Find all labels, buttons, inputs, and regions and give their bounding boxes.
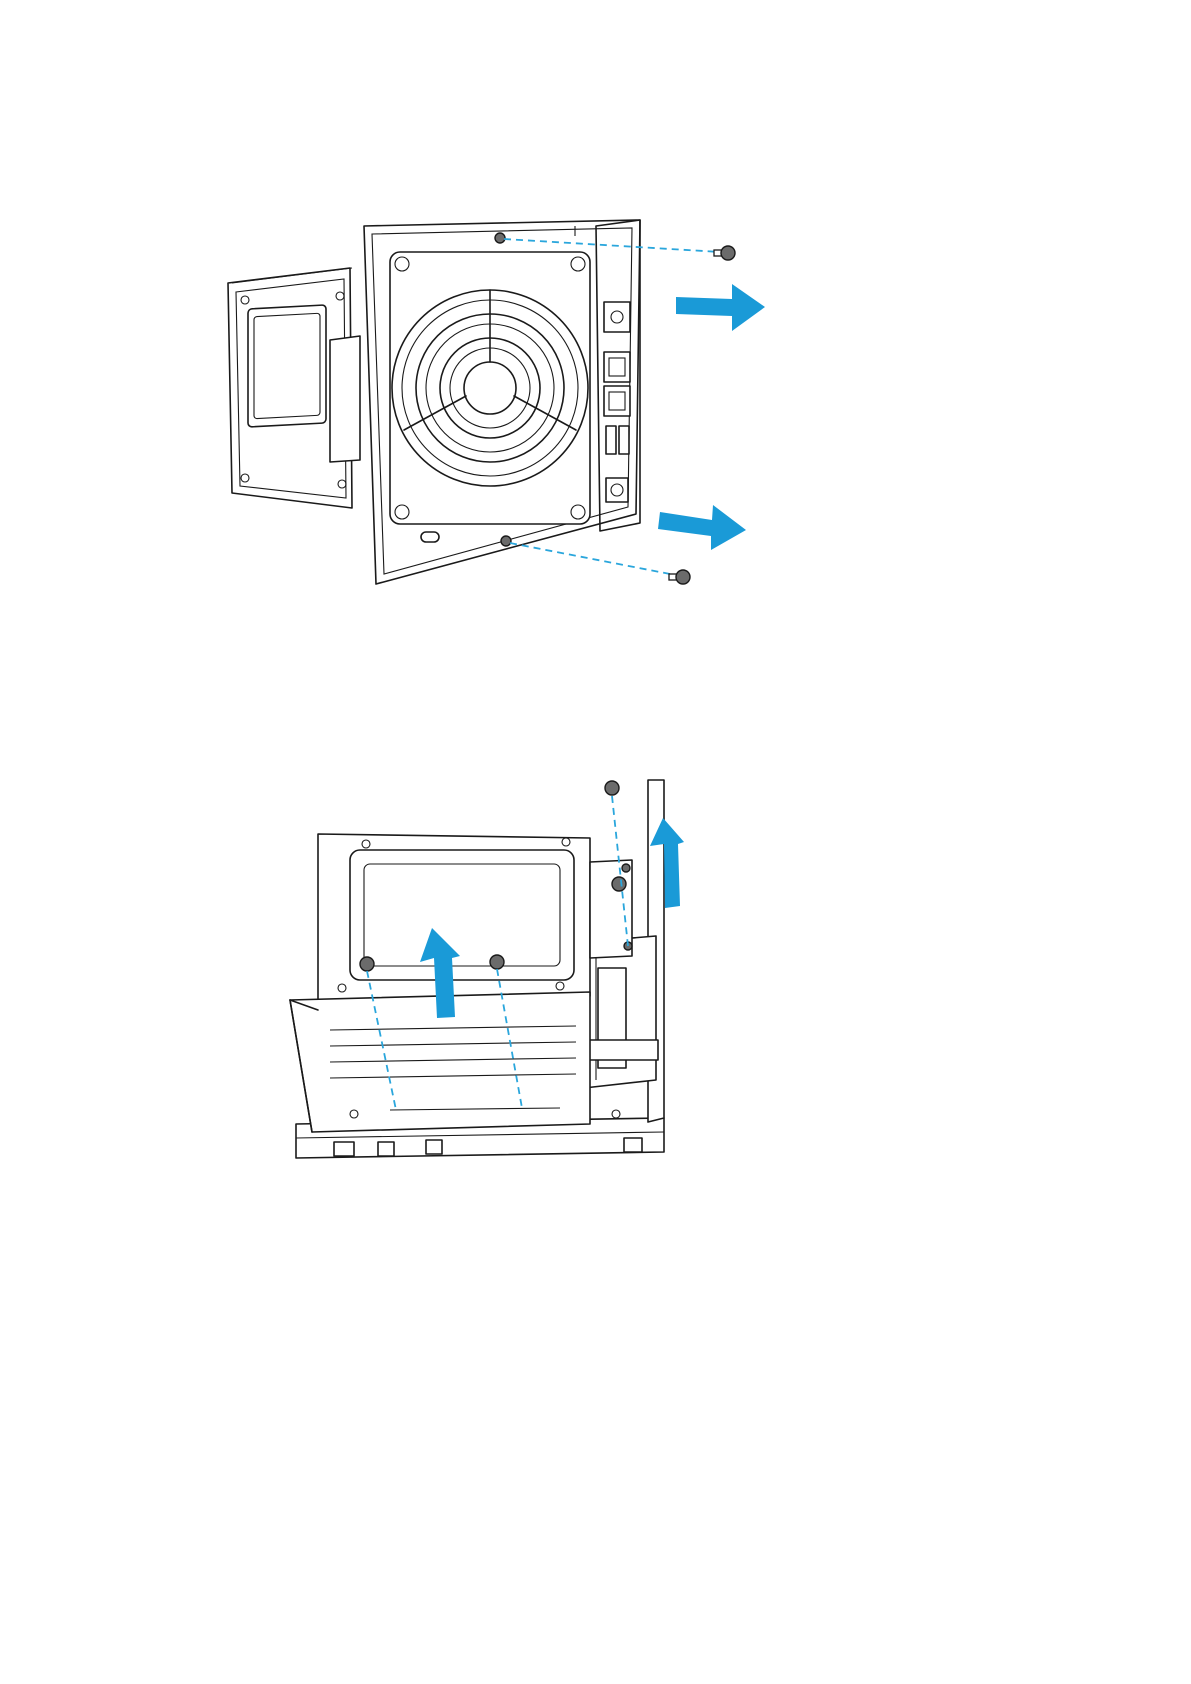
arrow-icon — [658, 505, 746, 550]
port-icon — [604, 302, 630, 332]
panel-slot — [421, 532, 439, 542]
mounting-bracket — [590, 860, 632, 958]
screw-icon — [714, 246, 735, 260]
screw-icon — [490, 955, 504, 969]
port-icon — [619, 426, 629, 454]
port-icon — [604, 352, 630, 382]
fan-grille-icon — [390, 252, 590, 524]
figure-lift-drive-cage — [0, 740, 1191, 1200]
figure-remove-rear-panel — [0, 0, 1191, 640]
screw-icon — [360, 957, 374, 971]
port-icon — [604, 386, 630, 416]
screw-icon — [605, 781, 619, 795]
port-icon — [606, 478, 628, 502]
screw-hole — [495, 233, 505, 243]
drive-cage — [290, 834, 620, 1132]
screw-icon — [612, 877, 626, 891]
arrow-icon — [676, 284, 765, 331]
drive-cage-illustration — [0, 740, 1191, 1200]
guide-line — [510, 543, 670, 574]
drive-cage-rear — [228, 268, 360, 508]
screw-hole — [501, 536, 511, 546]
screw-icon — [669, 570, 690, 584]
port-icon — [606, 426, 616, 454]
rear-panel-illustration — [0, 0, 1191, 640]
